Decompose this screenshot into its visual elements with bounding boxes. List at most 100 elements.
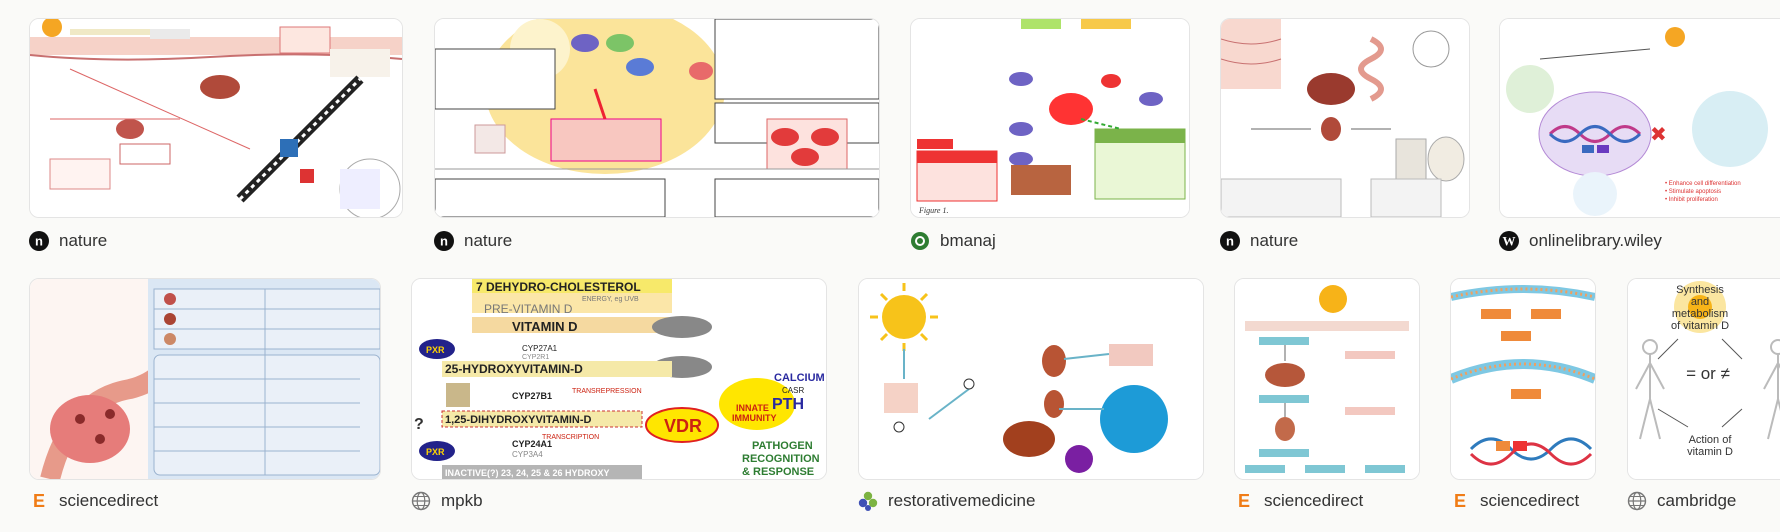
result-source[interactable]: n nature	[1220, 228, 1298, 254]
elsevier-logo-icon: E	[1237, 491, 1250, 511]
pathway-label: ?	[414, 416, 424, 433]
pathway-label: INNATE	[736, 403, 769, 413]
result-card[interactable]: Synthesis and metabolism of vitamin D =	[1627, 278, 1780, 514]
result-card[interactable]: n nature	[434, 18, 880, 254]
svg-text:✖: ✖	[1650, 122, 1667, 146]
result-thumbnail[interactable]: ✖ • Enhance cell differentiation • Stimu…	[1499, 18, 1780, 218]
result-source[interactable]: n nature	[29, 228, 107, 254]
result-source[interactable]: W onlinelibrary.wiley	[1499, 228, 1662, 254]
result-thumbnail[interactable]	[858, 278, 1204, 480]
svg-text:Figure 1.: Figure 1.	[918, 206, 948, 215]
nature-logo-icon: n	[1220, 231, 1240, 251]
pathway-label: CYP2R1	[522, 354, 549, 361]
globe-icon	[411, 491, 431, 511]
svg-text:• Enhance cell differentiation: • Enhance cell differentiation	[1665, 181, 1741, 187]
intestinal-cell-table-image	[30, 279, 380, 479]
svg-text:n: n	[440, 234, 448, 249]
pathway-label: INACTIVE(?) 23, 24, 25 & 26 HYDROXY	[445, 468, 610, 478]
result-thumbnail[interactable]	[434, 18, 880, 218]
result-source[interactable]: bmanaj	[910, 228, 996, 254]
result-thumbnail[interactable]	[1234, 278, 1420, 480]
result-thumbnail[interactable]: 7 DEHYDRO-CHOLESTEROL ENERGY, eg UVB PRE…	[411, 278, 827, 480]
pathway-label: TRANSREPRESSION	[572, 388, 642, 395]
pathway-label: TRANSCRIPTION	[542, 434, 599, 441]
result-card[interactable]: Figure 1. bmanaj	[910, 18, 1190, 254]
vitamin-d-metabolism-image	[30, 19, 402, 217]
pathway-label: CASR	[782, 386, 804, 395]
result-source-label: sciencedirect	[59, 491, 159, 510]
result-source[interactable]: E sciencedirect	[1450, 488, 1579, 514]
result-thumbnail[interactable]	[29, 18, 403, 218]
result-card[interactable]: 7 DEHYDRO-CHOLESTEROL ENERGY, eg UVB PRE…	[411, 278, 827, 514]
pathway-label: 25-HYDROXYVITAMIN-D	[445, 362, 583, 376]
result-thumbnail[interactable]: Synthesis and metabolism of vitamin D =	[1627, 278, 1780, 480]
result-source-label: restorativemedicine	[888, 491, 1036, 510]
svg-text:n: n	[35, 234, 43, 249]
diagram-label: of vitamin D	[1671, 320, 1729, 332]
pathway-label: RECOGNITION	[742, 453, 820, 465]
result-source-label: mpkb	[441, 491, 483, 510]
result-source-label: sciencedirect	[1264, 491, 1364, 510]
vitamin-d-receptor-cell-image	[1451, 279, 1595, 479]
nature-logo-icon: n	[434, 231, 454, 251]
pathway-label: 1,25-DIHYDROXYVITAMIN-D	[445, 414, 592, 426]
pathway-label: IMMUNITY	[732, 413, 777, 423]
svg-text:n: n	[1226, 234, 1234, 249]
result-source-label: onlinelibrary.wiley	[1529, 231, 1662, 250]
vitamin-d-synthesis-metabolism-image: Synthesis and metabolism of vitamin D =	[1628, 279, 1780, 479]
pathway-label: CYP27B1	[512, 391, 552, 401]
restorativemedicine-logo-icon	[858, 491, 878, 511]
svg-text:W: W	[1503, 234, 1516, 249]
result-card[interactable]: E sciencedirect	[29, 278, 381, 514]
pathway-label: PXR	[426, 345, 445, 355]
result-thumbnail[interactable]	[1220, 18, 1470, 218]
result-source[interactable]: mpkb	[411, 488, 483, 514]
result-source[interactable]: cambridge	[1627, 488, 1736, 514]
elsevier-logo-icon: E	[32, 491, 45, 511]
diagram-label: = or ≠	[1686, 364, 1730, 383]
vitamin-d-activation-flow-image	[1235, 279, 1419, 479]
pathway-label: 7 DEHYDRO-CHOLESTEROL	[476, 280, 641, 294]
result-source-label: sciencedirect	[1480, 491, 1580, 510]
diagram-label: Action of	[1689, 434, 1733, 446]
vitamin-d-synthesis-organs-image	[859, 279, 1203, 479]
result-source[interactable]: E sciencedirect	[1234, 488, 1363, 514]
result-thumbnail[interactable]	[1450, 278, 1596, 480]
result-source[interactable]: restorativemedicine	[858, 488, 1035, 514]
nature-logo-icon: n	[29, 231, 49, 251]
result-card[interactable]: restorativemedicine	[858, 278, 1204, 514]
result-card[interactable]: E sciencedirect	[1450, 278, 1596, 514]
pathway-label: & RESPONSE	[742, 466, 814, 478]
result-source-label: cambridge	[1657, 491, 1737, 510]
bmanaj-logo-icon	[910, 231, 930, 251]
vitamin-d-cancer-cell-image: ✖ • Enhance cell differentiation • Stimu…	[1500, 19, 1780, 217]
diagram-label: Synthesis	[1676, 284, 1724, 296]
result-card[interactable]: n nature	[1220, 18, 1470, 254]
pathway-label: PATHOGEN	[752, 440, 813, 452]
diagram-label: metabolism	[1672, 308, 1728, 320]
wiley-logo-icon: W	[1499, 231, 1519, 251]
diagram-label: and	[1691, 296, 1709, 308]
result-card[interactable]: E sciencedirect	[1234, 278, 1420, 514]
pathway-label: PRE-VITAMIN D	[484, 302, 573, 316]
pathway-label: CYP3A4	[512, 450, 543, 459]
svg-text:• Inhibit proliferation: • Inhibit proliferation	[1665, 197, 1718, 203]
result-source-label: bmanaj	[940, 231, 996, 250]
result-card[interactable]: ✖ • Enhance cell differentiation • Stimu…	[1499, 18, 1780, 254]
globe-icon	[1627, 491, 1647, 511]
result-thumbnail[interactable]	[29, 278, 381, 480]
result-source[interactable]: n nature	[434, 228, 512, 254]
pathway-label: CYP27A1	[522, 344, 558, 353]
result-source[interactable]: E sciencedirect	[29, 488, 158, 514]
elsevier-logo-icon: E	[1453, 491, 1466, 511]
pathway-label: VITAMIN D	[512, 319, 577, 334]
vitamin-d-pathway-image: 7 DEHYDRO-CHOLESTEROL ENERGY, eg UVB PRE…	[412, 279, 826, 479]
pathway-label: PXR	[426, 447, 445, 457]
result-source-label: nature	[59, 231, 108, 250]
vitamin-d-sources-image	[1221, 19, 1469, 217]
result-card[interactable]: n nature	[29, 18, 403, 254]
pathway-label: CALCIUM	[774, 372, 825, 384]
diagram-label: vitamin D	[1687, 446, 1733, 458]
anti-inflammatory-image	[435, 19, 879, 217]
result-thumbnail[interactable]: Figure 1.	[910, 18, 1190, 218]
